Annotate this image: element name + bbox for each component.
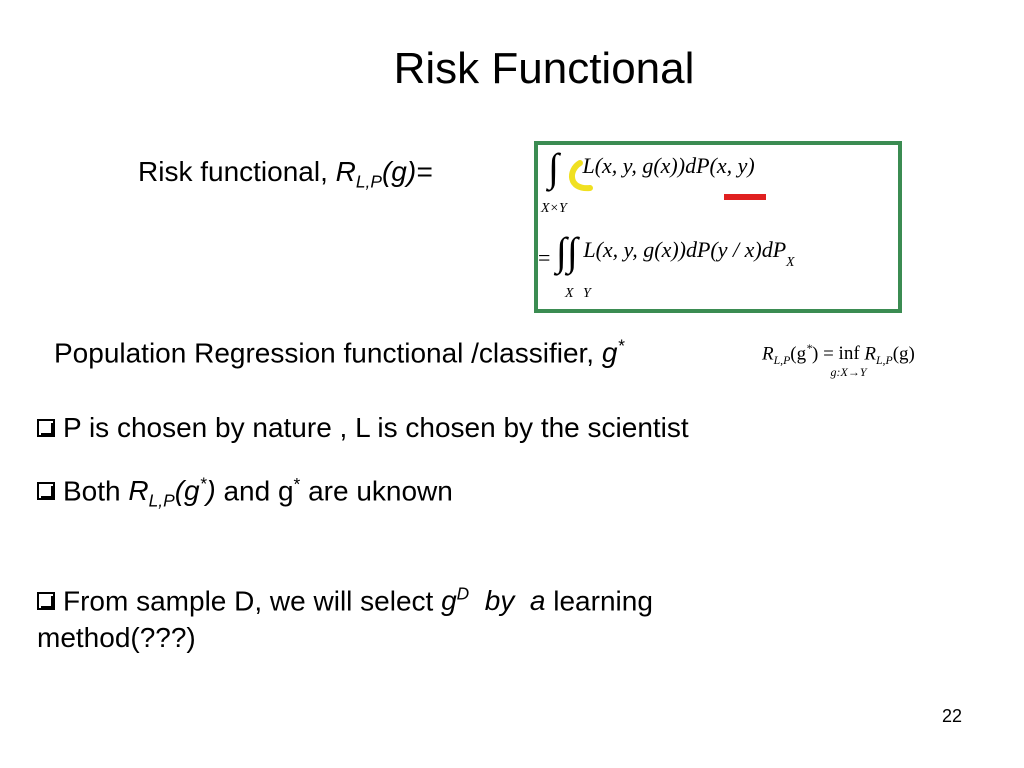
pop-formula-lhs: R [762, 343, 774, 365]
risk-functional-label: Risk functional, RL,P(g)= [138, 156, 433, 193]
bullet-2-middle: and g [215, 475, 294, 507]
pop-formula-inf-sub: g:X→Y [830, 365, 867, 380]
bullet-2-arg-close: ) [206, 475, 216, 507]
risk-symbol: R [335, 156, 356, 187]
bullet-3-line-2: method(???) [37, 622, 196, 653]
bullet-2-symbol: R [128, 475, 149, 507]
integral-sign: ∫ [555, 229, 567, 274]
pop-formula-lhs-arg-open: (g [790, 343, 807, 365]
pop-formula-lhs-sub: L,P [773, 354, 791, 368]
pop-formula-lhs-arg-sup: * [806, 342, 812, 355]
integral-sign: ∫ [548, 145, 559, 190]
bullet-box-icon [37, 482, 55, 501]
population-text: Population Regression functional /classi… [54, 337, 602, 369]
pop-formula-rhs: R [864, 343, 877, 365]
bullet-3-italic-text: by a [469, 585, 546, 617]
formula-1-integrand: L(x, y, g(x))dP(x, y) [582, 153, 755, 178]
page-number: 22 [941, 706, 962, 726]
bullet-1: P is chosen by nature , L is chosen by t… [37, 412, 689, 444]
slide-title: Risk Functional [393, 44, 695, 93]
bullet-3: From sample D, we will select gD by a le… [37, 584, 653, 617]
bullet-3-symbol: g [441, 585, 457, 617]
bullet-2-arg-sup: * [199, 474, 207, 494]
population-label: Population Regression functional /classi… [54, 336, 624, 369]
bullet-2-middle-sup: * [293, 474, 301, 494]
formula-2-prefix: = [538, 245, 551, 270]
pop-formula-rhs-sub: L,P [876, 354, 893, 368]
bullet-2-arg-open: (g [174, 475, 200, 507]
pop-formula-rhs-arg: (g) [892, 343, 915, 365]
formula-2-integrand: L(x, y, g(x))dP(y / x)dP [583, 237, 787, 262]
bullet-2-prefix: Both [63, 475, 129, 507]
formula-2-limit-x: X [565, 286, 574, 301]
formula-2-limit-y: Y [583, 286, 591, 301]
bullet-box-icon [37, 419, 55, 437]
formula-box [534, 141, 902, 313]
bullet-3-superscript: D [456, 584, 470, 604]
population-superscript: * [617, 336, 625, 356]
bullet-3-prefix: From sample D, we will select [63, 585, 442, 617]
pop-formula-lhs-arg-close: ) = [812, 343, 839, 365]
bullet-1-text: P is chosen by nature , L is chosen by t… [63, 412, 689, 443]
bullet-3-suffix: learning [545, 585, 653, 617]
risk-subscript: L,P [355, 171, 382, 192]
risk-argument: (g)= [381, 156, 433, 187]
formula-line-1: ∫ L(x, y, g(x))dP(x, y) [548, 145, 755, 190]
pop-formula-inf: inf [838, 343, 860, 365]
bullet-2-suffix: are uknown [300, 475, 453, 507]
population-symbol: g [601, 337, 618, 369]
formula-1-lower-limit: X×Y [541, 201, 567, 216]
formula-2-subscript: X [786, 254, 795, 270]
bullet-box-icon [37, 592, 55, 611]
formula-line-2: = ∫∫ L(x, y, g(x))dP(y / x)dPX [538, 232, 794, 274]
bullet-2-subscript: L,P [148, 490, 175, 511]
risk-label-text: Risk functional, [138, 156, 336, 187]
bullet-2: Both RL,P(g*) and g* are uknown [37, 474, 453, 512]
integral-sign: ∫ [566, 229, 578, 274]
